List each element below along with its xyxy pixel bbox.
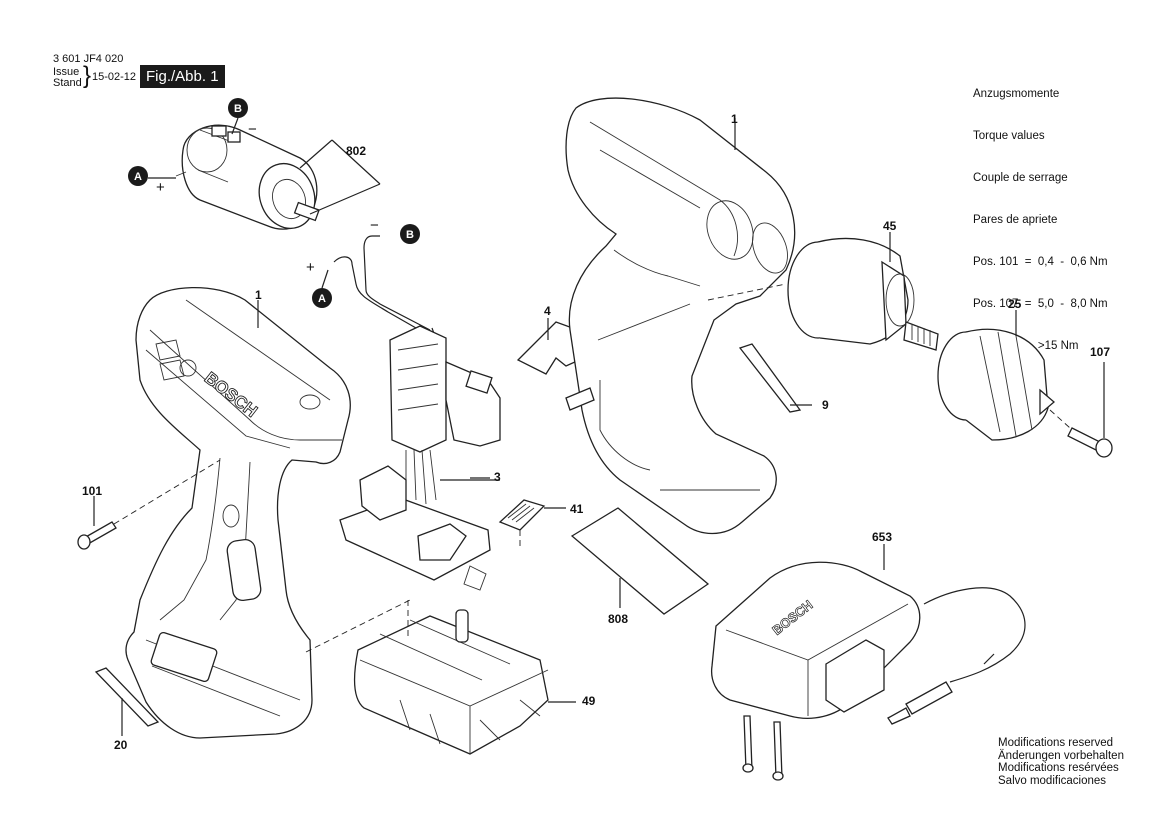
screw-chuck-part: [1049, 362, 1113, 458]
callout-808: 808: [608, 612, 629, 626]
callout-20: 20: [114, 738, 128, 752]
callout-1-left: 1: [255, 288, 262, 302]
modifications-line: Modifications resérvées: [998, 762, 1119, 774]
leader-lines: [257, 300, 490, 479]
callout-107: 107: [1090, 345, 1111, 359]
modifications-line: Änderungen vorbehalten: [998, 749, 1124, 762]
torque-line: Couple de serrage: [973, 172, 1068, 184]
led-part: [498, 499, 566, 548]
minus-sign-wire: −: [370, 217, 379, 234]
torque-line: Torque values: [973, 130, 1045, 142]
callout-3: 3: [494, 470, 501, 484]
plus-sign-motor: +: [156, 179, 165, 196]
modifications-line: Salvo modificaciones: [998, 774, 1107, 787]
callout-1-right: 1: [731, 112, 738, 126]
brace-symbol: }: [83, 62, 92, 89]
gearbox-part: [707, 232, 939, 351]
nameplate-part: [570, 507, 710, 615]
chuck-part: [937, 310, 1055, 441]
callout-9: 9: [822, 398, 829, 412]
torque-line: Pos. 107 = 5,0 - 8,0 Nm: [973, 298, 1108, 310]
minus-sign-motor: −: [248, 121, 257, 138]
modifications-block: Modifications reserved Änderungen vorbeh…: [998, 737, 1124, 787]
plus-sign-wire: +: [306, 259, 315, 276]
battery-part: [305, 599, 576, 755]
svg-text:B: B: [406, 229, 414, 241]
callout-45: 45: [883, 219, 897, 233]
torque-line: Pares de apriete: [973, 214, 1058, 226]
torque-line: Pos. 101 = 0,4 - 0,6 Nm: [973, 256, 1108, 268]
label-20-part: [94, 667, 160, 736]
callout-4: 4: [544, 304, 551, 318]
issue-label: Issue: [53, 66, 80, 78]
motor-part: [175, 124, 381, 230]
switch-part: [339, 325, 501, 591]
housing-right-part: [565, 97, 796, 535]
figure-label: Fig./Abb. 1: [140, 65, 225, 88]
svg-text:A: A: [134, 171, 142, 183]
marker-b-wire: B: [400, 224, 420, 244]
callout-25: 25: [1008, 297, 1022, 311]
callout-49: 49: [582, 694, 596, 708]
marker-a-motor: A: [128, 166, 148, 186]
callout-802: 802: [346, 144, 367, 158]
svg-text:A: A: [318, 293, 326, 305]
drawing-number: 3 601 JF4 020: [53, 53, 124, 65]
callout-41: 41: [570, 502, 584, 516]
housing-left-part: BOSCH: [125, 286, 351, 739]
charger-part: BOSCH: [710, 544, 1026, 781]
modifications-line: Modifications reserved: [998, 737, 1114, 749]
svg-text:B: B: [234, 103, 242, 115]
marker-a-wire: A: [312, 288, 332, 308]
screw-housing-part: [77, 459, 221, 550]
marker-b-motor: B: [228, 98, 248, 118]
issue-date: 15-02-12: [92, 71, 137, 83]
callout-653: 653: [872, 530, 893, 544]
stand-label: Stand: [53, 77, 82, 89]
torque-line: Anzugsmomente: [973, 88, 1060, 100]
label-9-part: [738, 343, 812, 413]
callout-101: 101: [82, 484, 103, 498]
